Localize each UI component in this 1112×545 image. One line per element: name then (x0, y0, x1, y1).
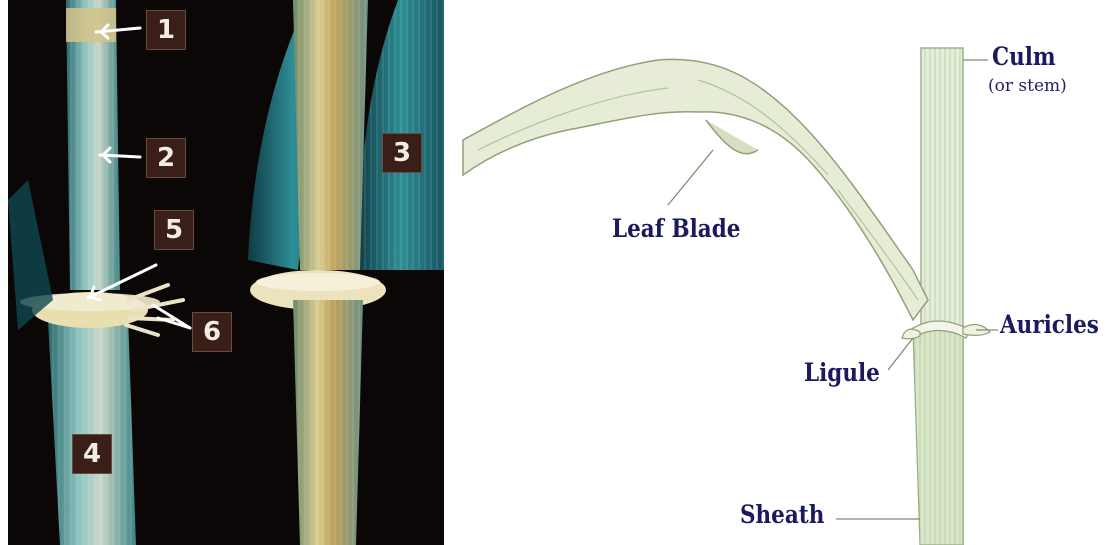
marker-3: 3 (382, 133, 422, 173)
culm-label: Culm (992, 42, 1056, 71)
ligule-label: Ligule (804, 358, 880, 387)
leaf-blade-shape (463, 59, 928, 320)
leaf-blade-leader (668, 150, 713, 205)
ligule-leader (888, 338, 913, 370)
leaf-blade-label: Leaf Blade (612, 214, 740, 243)
auricle-left (902, 329, 920, 339)
grass-stem-photo: 1 2 3 4 5 6 (8, 0, 444, 545)
auricles-label: Auricles (1000, 310, 1099, 339)
marker-5: 5 (154, 210, 194, 250)
grass-anatomy-drawing: Culm (or stem) Leaf Blade Auricles Ligul… (458, 0, 1112, 545)
marker-6: 6 (192, 312, 232, 352)
culm-note-label: (or stem) (988, 76, 1067, 96)
marker-2: 2 (146, 138, 186, 178)
marker-4: 4 (72, 434, 112, 474)
sheath-label: Sheath (740, 500, 824, 529)
arrow-6 (153, 305, 190, 328)
marker-1: 1 (146, 10, 186, 50)
